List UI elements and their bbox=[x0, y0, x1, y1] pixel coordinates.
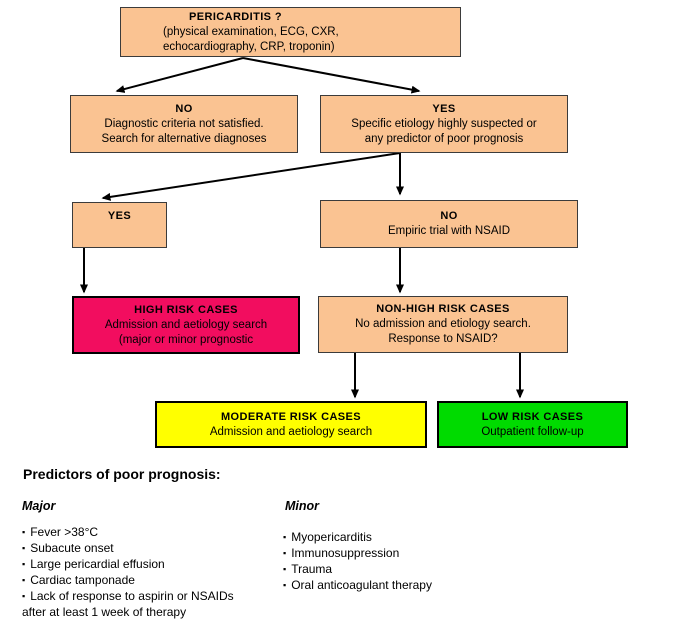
list-item: ▪Cardiac tamponade bbox=[22, 573, 135, 587]
node-text: Admission and aetiology search bbox=[104, 318, 268, 331]
node-text: (major or minor prognostic bbox=[118, 333, 254, 346]
major-column-label: Major bbox=[22, 499, 56, 513]
node-no-diagnosis: NO Diagnostic criteria not satisfied. Se… bbox=[70, 95, 298, 153]
node-title: NO bbox=[175, 102, 193, 115]
node-text: Search for alternative diagnoses bbox=[101, 132, 267, 145]
list-item: ▪Subacute onset bbox=[22, 541, 114, 555]
node-text: No admission and etiology search. bbox=[355, 318, 531, 330]
list-item: ▪Trauma bbox=[283, 562, 333, 576]
node-text: Specific etiology highly suspected or bbox=[351, 117, 537, 130]
node-non-high-risk-cases: NON-HIGH RISK CASES No admission and eti… bbox=[318, 296, 568, 353]
node-title: LOW RISK CASES bbox=[481, 410, 584, 423]
node-text: Diagnostic criteria not satisfied. bbox=[104, 117, 264, 130]
node-text: Empiric trial with NSAID bbox=[387, 225, 511, 237]
node-yes-etiology: YES Specific etiology highly suspected o… bbox=[320, 95, 568, 153]
node-no-empiric-nsaid: NO Empiric trial with NSAID bbox=[320, 200, 578, 248]
node-title: NON-HIGH RISK CASES bbox=[376, 303, 510, 315]
node-yes-predictor: YES bbox=[72, 202, 167, 248]
bullet-icon: ▪ bbox=[22, 575, 26, 585]
node-text: Response to NSAID? bbox=[388, 333, 498, 345]
node-text: any predictor of poor prognosis bbox=[364, 132, 524, 145]
node-title: MODERATE RISK CASES bbox=[220, 410, 362, 423]
list-item: ▪Myopericarditis bbox=[283, 530, 372, 544]
bullet-icon: ▪ bbox=[283, 548, 287, 558]
minor-column-label: Minor bbox=[285, 499, 320, 513]
node-title: YES bbox=[107, 210, 132, 222]
bullet-icon: ▪ bbox=[283, 532, 287, 542]
bullet-icon: ▪ bbox=[22, 543, 26, 553]
node-high-risk-cases: HIGH RISK CASES Admission and aetiology … bbox=[72, 296, 300, 354]
node-text: (physical examination, ECG, CXR, bbox=[163, 25, 339, 38]
minor-predictors-list: ▪Myopericarditis ▪Immunosuppression ▪Tra… bbox=[283, 529, 583, 593]
list-item: ▪Oral anticoagulant therapy bbox=[283, 578, 432, 592]
list-item: ▪Large pericardial effusion bbox=[22, 557, 165, 571]
node-title: YES bbox=[432, 102, 456, 115]
node-title: PERICARDITIS ? bbox=[189, 10, 282, 23]
node-title: NO bbox=[440, 210, 458, 222]
list-item: ▪Fever >38°C bbox=[22, 525, 99, 539]
node-low-risk-cases: LOW RISK CASES Outpatient follow-up bbox=[437, 401, 628, 448]
bullet-icon: ▪ bbox=[283, 580, 287, 590]
predictors-heading: Predictors of poor prognosis: bbox=[23, 466, 221, 482]
list-item: ▪Immunosuppression bbox=[283, 546, 400, 560]
node-pericarditis: PERICARDITIS ? (physical examination, EC… bbox=[120, 7, 461, 57]
bullet-icon: ▪ bbox=[283, 564, 287, 574]
node-text: Admission and aetiology search bbox=[209, 425, 373, 438]
node-title: HIGH RISK CASES bbox=[134, 303, 238, 316]
list-item: ▪Lack of response to aspirin or NSAIDs a… bbox=[22, 589, 234, 619]
major-predictors-list: ▪Fever >38°C ▪Subacute onset ▪Large peri… bbox=[22, 524, 322, 620]
bullet-icon: ▪ bbox=[22, 527, 26, 537]
node-text: echocardiography, CRP, troponin) bbox=[163, 40, 335, 53]
bullet-icon: ▪ bbox=[22, 559, 26, 569]
node-moderate-risk-cases: MODERATE RISK CASES Admission and aetiol… bbox=[155, 401, 427, 448]
bullet-icon: ▪ bbox=[22, 591, 26, 601]
node-text: Outpatient follow-up bbox=[481, 425, 584, 438]
